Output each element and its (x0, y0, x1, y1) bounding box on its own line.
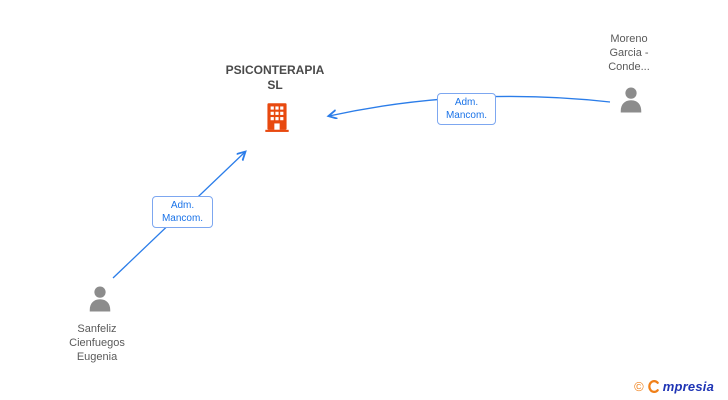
edge-label-moreno: Adm. Mancom. (437, 93, 496, 125)
person-moreno-icon[interactable] (616, 85, 646, 115)
person-sanfeliz-icon[interactable] (85, 284, 115, 314)
person-sanfeliz-line3: Eugenia (76, 351, 118, 363)
brand-swirl-icon (647, 380, 659, 393)
company-name-line1: PSICONTERAPIA (225, 63, 325, 77)
edge-label-moreno-line1: Adm. (454, 97, 479, 108)
edge-label-sanfeliz: Adm. Mancom. (152, 196, 213, 228)
company-building-icon[interactable] (260, 99, 294, 133)
brand-footer[interactable]: © mpresia (634, 379, 714, 394)
person-sanfeliz-label[interactable]: Sanfeliz Cienfuegos Eugenia (37, 322, 157, 364)
brand-name: mpresia (662, 379, 714, 394)
person-moreno-line3: Conde... (608, 61, 650, 73)
edge-label-sanfeliz-line1: Adm. (170, 200, 195, 211)
edge-label-sanfeliz-line2: Mancom. (161, 213, 204, 224)
person-moreno-line1: Moreno (610, 33, 648, 45)
copyright-symbol: © (634, 379, 644, 394)
person-moreno-label[interactable]: Moreno Garcia - Conde... (569, 32, 689, 74)
person-moreno-line2: Garcia - (609, 47, 649, 59)
company-name-line2: SL (267, 78, 283, 92)
edge-label-moreno-line2: Mancom. (445, 110, 488, 121)
company-node-label[interactable]: PSICONTERAPIA SL (175, 63, 375, 93)
person-sanfeliz-line1: Sanfeliz (77, 323, 117, 335)
person-sanfeliz-line2: Cienfuegos (69, 337, 125, 349)
